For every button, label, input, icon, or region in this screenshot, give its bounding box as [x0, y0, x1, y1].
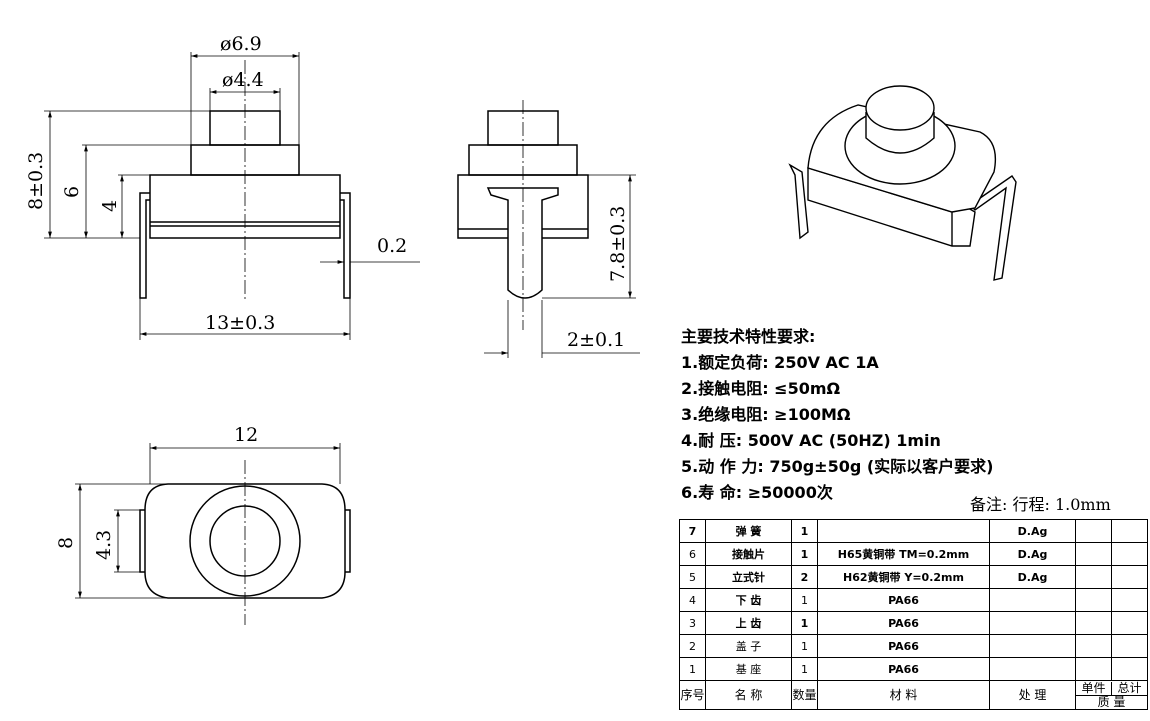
- bom-header-material: 材 料: [817, 680, 990, 710]
- front-base-body: [149, 174, 341, 239]
- bom-material: PA66: [817, 611, 990, 635]
- spec-withstand-voltage: 4.耐 压: 500V AC (50HZ) 1min: [681, 431, 941, 450]
- bom-process: [989, 657, 1076, 681]
- bom-name: 基 座: [705, 657, 792, 681]
- bom-header-process: 处 理: [989, 680, 1076, 710]
- bom-table: 7 弹 簧 1 D.Ag 6 接触片 1 H65黄铜带 TM=0.2mm D.A…: [679, 519, 1148, 710]
- bom-process: D.Ag: [989, 519, 1076, 543]
- bom-no: 4: [679, 588, 706, 612]
- bom-header-row: 序号 名 称 数量 材 料 处 理 单件 总计 质 量: [679, 680, 1148, 710]
- side-view: [457, 100, 589, 330]
- bom-qty: 1: [791, 542, 818, 566]
- dim-height-base: 4: [99, 200, 121, 212]
- iso-left-pin: [788, 163, 809, 240]
- bom-qty: 1: [791, 657, 818, 681]
- bom-no: 7: [679, 519, 706, 543]
- dim-width-front: 13±0.3: [205, 312, 275, 334]
- bom-name: 下 齿: [705, 588, 792, 612]
- bom-row: 5 立式针 2 H62黄铜带 Y=0.2mm D.Ag: [679, 565, 1148, 589]
- bom-row: 1 基 座 1 PA66: [679, 657, 1148, 681]
- specs-title: 主要技术特性要求:: [681, 327, 816, 346]
- bom-name: 立式针: [705, 565, 792, 589]
- spec-contact-resistance: 2.接触电阻: ≤50mΩ: [681, 379, 841, 398]
- bom-row: 2 盖 子 1 PA66: [679, 634, 1148, 658]
- bom-header-unit-weight: 单件: [1077, 681, 1112, 695]
- bom-material: [817, 519, 990, 543]
- bom-material: PA66: [817, 634, 990, 658]
- bom-material: H62黄铜带 Y=0.2mm: [817, 565, 990, 589]
- spec-rated-load: 1.额定负荷: 250V AC 1A: [681, 353, 879, 372]
- travel-note: 备注: 行程: 1.0mm: [970, 495, 1111, 514]
- spec-insulation-resistance: 3.绝缘电阻: ≥100MΩ: [681, 405, 851, 424]
- bom-row: 7 弹 簧 1 D.Ag: [679, 519, 1148, 543]
- bom-no: 3: [679, 611, 706, 635]
- bom-name: 弹 簧: [705, 519, 792, 543]
- bom-header-total-weight: 总计: [1117, 680, 1142, 695]
- spec-life: 6.寿 命: ≥50000次: [681, 483, 833, 502]
- bom-qty: 1: [791, 634, 818, 658]
- bom-qty: 1: [791, 519, 818, 543]
- bom-header-name: 名 称: [705, 680, 792, 710]
- bom-qty: 2: [791, 565, 818, 589]
- dim-height-total: 8±0.3: [25, 152, 47, 210]
- front-right-pin: [340, 192, 351, 299]
- bom-material: PA66: [817, 657, 990, 681]
- bom-no: 2: [679, 634, 706, 658]
- iso-right-pin: [968, 175, 1017, 281]
- top-view: [139, 460, 351, 625]
- bom-process: D.Ag: [989, 542, 1076, 566]
- bom-name: 盖 子: [705, 634, 792, 658]
- dim-top-width: 12: [234, 424, 258, 446]
- bom-row: 3 上 齿 1 PA66: [679, 611, 1148, 635]
- bom-process: [989, 634, 1076, 658]
- dim-height-body: 6: [61, 186, 83, 198]
- bom-no: 5: [679, 565, 706, 589]
- front-left-pin: [139, 192, 150, 299]
- bom-process: D.Ag: [989, 565, 1076, 589]
- dim-pin-thickness: 0.2: [377, 235, 407, 257]
- bom-qty: 1: [791, 588, 818, 612]
- dim-side-pin-width: 2±0.1: [567, 329, 625, 351]
- dim-dia-inner: ø4.4: [222, 69, 264, 91]
- bom-material: H65黄铜带 TM=0.2mm: [817, 542, 990, 566]
- dim-top-inner: 4.3: [93, 530, 115, 560]
- bom-row: 4 下 齿 1 PA66: [679, 588, 1148, 612]
- bom-no: 1: [679, 657, 706, 681]
- bom-material: PA66: [817, 588, 990, 612]
- iso-button-top: [865, 85, 935, 131]
- bom-no: 6: [679, 542, 706, 566]
- spec-operating-force: 5.动 作 力: 750g±50g (实际以客户要求): [681, 457, 994, 476]
- bom-name: 上 齿: [705, 611, 792, 635]
- bom-row: 6 接触片 1 H65黄铜带 TM=0.2mm D.Ag: [679, 542, 1148, 566]
- dim-top-height: 8: [55, 537, 77, 549]
- front-view: [139, 60, 351, 300]
- top-outline: [144, 483, 346, 599]
- isometric-view: [788, 85, 1017, 281]
- bom-header-qty: 数量: [791, 680, 818, 710]
- bom-process: [989, 588, 1076, 612]
- bom-process: [989, 611, 1076, 635]
- bom-header-weight: 质 量: [1097, 694, 1126, 709]
- dim-dia-outer: ø6.9: [220, 33, 262, 55]
- dim-side-height: 7.8±0.3: [607, 206, 629, 282]
- bom-name: 接触片: [705, 542, 792, 566]
- bom-qty: 1: [791, 611, 818, 635]
- bom-header-no: 序号: [679, 680, 706, 710]
